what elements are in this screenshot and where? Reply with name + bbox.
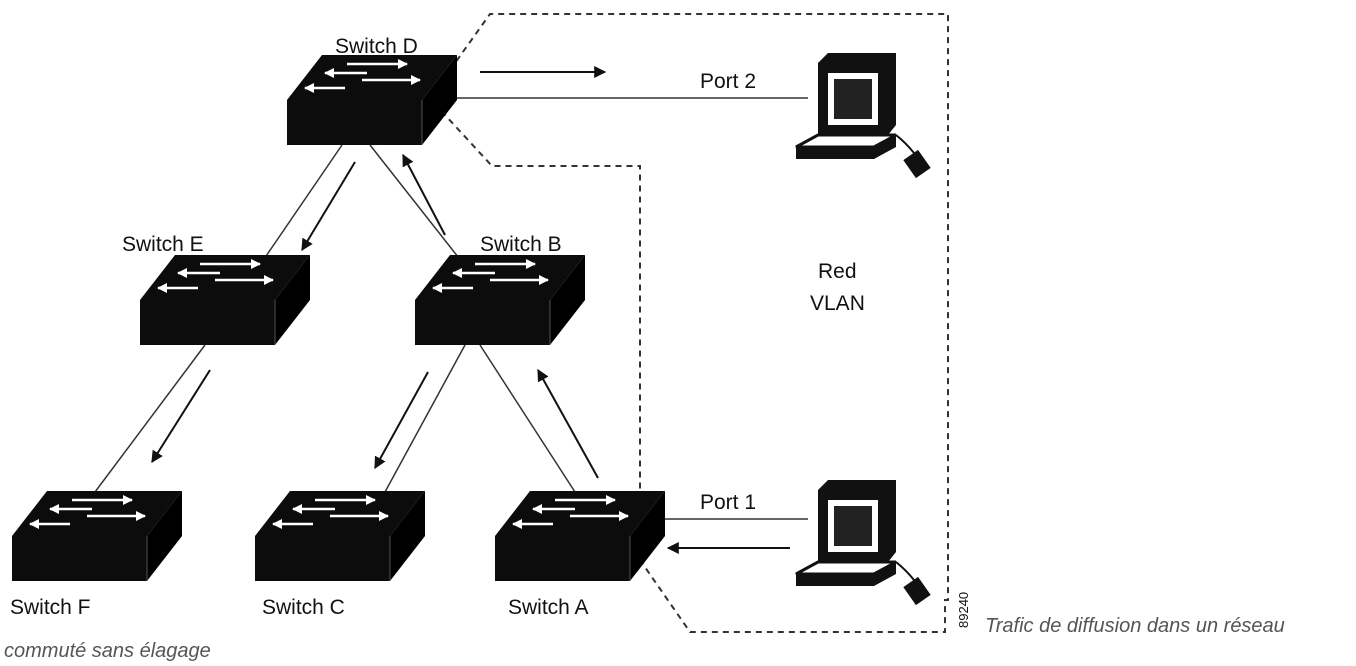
link-b-a — [479, 344, 576, 493]
arrow-a-to-b — [537, 368, 599, 479]
vlan-label-line2: VLAN — [810, 292, 865, 315]
switch-c-icon — [255, 491, 425, 581]
switch-a-label: Switch A — [508, 596, 589, 619]
arrow-d-to-e — [301, 161, 356, 252]
arrow-b-to-c — [374, 371, 429, 470]
arrow-e-to-f — [151, 369, 211, 464]
port-1-label: Port 1 — [700, 491, 756, 514]
switch-b-icon — [415, 255, 585, 345]
switch-c-label: Switch C — [262, 596, 345, 619]
arrow-b-to-d — [402, 153, 446, 236]
switch-b-label: Switch B — [480, 233, 562, 256]
switch-a-icon — [495, 491, 665, 581]
trunk-links — [94, 97, 808, 520]
workstation-port2-icon — [794, 51, 933, 180]
traffic-arrows — [151, 66, 790, 554]
link-d-e — [261, 144, 343, 263]
switch-e-label: Switch E — [122, 233, 204, 256]
link-b-c — [384, 344, 466, 493]
switch-d-label: Switch D — [335, 35, 418, 58]
caption-line-1: Trafic de diffusion dans un réseau — [985, 615, 1285, 637]
workstation-port1-icon — [794, 478, 933, 607]
switch-f-icon — [12, 491, 182, 581]
switch-f-label: Switch F — [10, 596, 91, 619]
switch-e-icon — [140, 255, 310, 345]
port-2-label: Port 2 — [700, 70, 756, 93]
link-d-b — [369, 144, 463, 263]
switch-d-icon — [287, 55, 457, 145]
vlan-label-line1: Red — [818, 260, 857, 283]
caption-line-2: commuté sans élagage — [4, 640, 211, 662]
figure-id: 89240 — [956, 592, 971, 628]
vlan-boundary — [444, 13, 949, 633]
link-e-f — [94, 344, 206, 493]
